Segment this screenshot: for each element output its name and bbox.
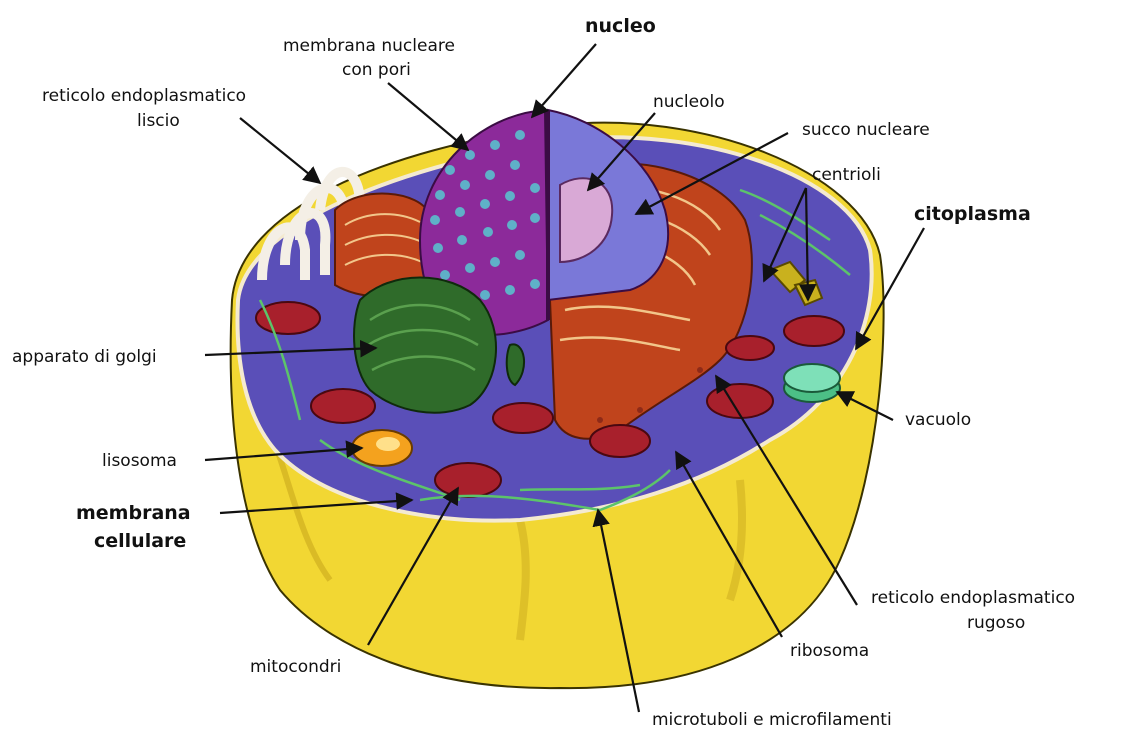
label-reticolo-rugoso-2: rugoso xyxy=(967,613,1025,633)
golgi-body xyxy=(354,278,496,413)
label-reticolo-rugoso: reticolo endoplasmatico xyxy=(871,588,1075,608)
mitochondrion xyxy=(784,316,844,346)
mitochondrion xyxy=(590,425,650,457)
label-nucleolo: nucleolo xyxy=(653,92,725,112)
label-microtuboli: microtuboli e microfilamenti xyxy=(652,710,892,730)
label-succo-nucleare: succo nucleare xyxy=(802,120,930,140)
label-apparato-golgi: apparato di golgi xyxy=(12,347,157,367)
label-vacuolo: vacuolo xyxy=(905,410,971,430)
label-membrana-nucleare-2: con pori xyxy=(342,60,411,80)
label-ribosoma: ribosoma xyxy=(790,641,869,661)
label-nucleo: nucleo xyxy=(585,15,656,37)
vacuole xyxy=(784,364,840,402)
mitochondrion xyxy=(435,463,501,497)
ribosome-dot xyxy=(697,367,703,373)
label-mitocondri: mitocondri xyxy=(250,657,341,677)
label-membrana-cellulare-2: cellulare xyxy=(94,530,186,552)
ribosome-dot xyxy=(637,407,643,413)
label-reticolo-liscio-2: liscio xyxy=(137,111,180,131)
mitochondrion xyxy=(493,403,553,433)
mitochondrion xyxy=(726,336,774,360)
label-membrana-cellulare: membrana xyxy=(76,502,191,524)
label-membrana-nucleare: membrana nucleare xyxy=(283,36,455,56)
ribosome-dot xyxy=(597,417,603,423)
label-centrioli: centrioli xyxy=(812,165,881,185)
mitochondrion xyxy=(256,302,320,334)
label-citoplasma: citoplasma xyxy=(914,203,1031,225)
label-lisosoma: lisosoma xyxy=(102,451,177,471)
label-reticolo-liscio: reticolo endoplasmatico xyxy=(42,86,246,106)
mitochondrion xyxy=(311,389,375,423)
